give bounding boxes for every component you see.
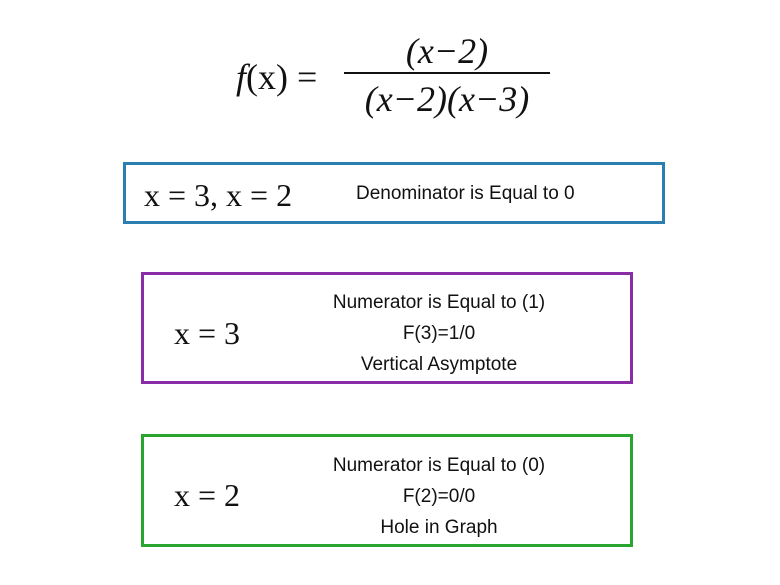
vertical-asymptote-box: x = 3 Numerator is Equal to (1) F(3)=1/0… bbox=[141, 272, 633, 384]
box-line: Numerator is Equal to (0) bbox=[332, 455, 546, 476]
box-line: Denominator is Equal to 0 bbox=[356, 183, 575, 204]
fraction-bar bbox=[344, 72, 550, 74]
box-equation: x = 3, x = 2 bbox=[144, 177, 293, 213]
hole-in-graph-box: x = 2 Numerator is Equal to (0) F(2)=0/0… bbox=[141, 434, 633, 547]
denominator-zero-box: x = 3, x = 2 Denominator is Equal to 0 bbox=[123, 162, 665, 224]
box-text: Numerator is Equal to (1) F(3)=1/0 Verti… bbox=[294, 287, 584, 380]
equals-sign: = bbox=[297, 57, 318, 97]
function-argument: (x) bbox=[246, 57, 288, 97]
function-formula: f(x) = (x−2) (x−2)(x−3) bbox=[236, 28, 556, 128]
function-name: f bbox=[236, 57, 247, 97]
box-equation: x = 2 bbox=[174, 477, 241, 513]
box-line: F(2)=0/0 bbox=[402, 486, 476, 507]
formula-numerator: (x−2) bbox=[405, 31, 489, 71]
formula-lhs: f(x) = bbox=[236, 56, 317, 98]
box-line: F(3)=1/0 bbox=[402, 323, 476, 344]
box-line: Vertical Asymptote bbox=[360, 354, 518, 375]
formula-denominator: (x−2)(x−3) bbox=[364, 79, 530, 119]
box-equation: x = 3 bbox=[174, 315, 241, 351]
box-line: Numerator is Equal to (1) bbox=[332, 292, 546, 313]
box-text: Numerator is Equal to (0) F(2)=0/0 Hole … bbox=[294, 450, 584, 543]
box-line: Hole in Graph bbox=[380, 517, 498, 538]
formula-fraction: (x−2) (x−2)(x−3) bbox=[344, 28, 550, 128]
